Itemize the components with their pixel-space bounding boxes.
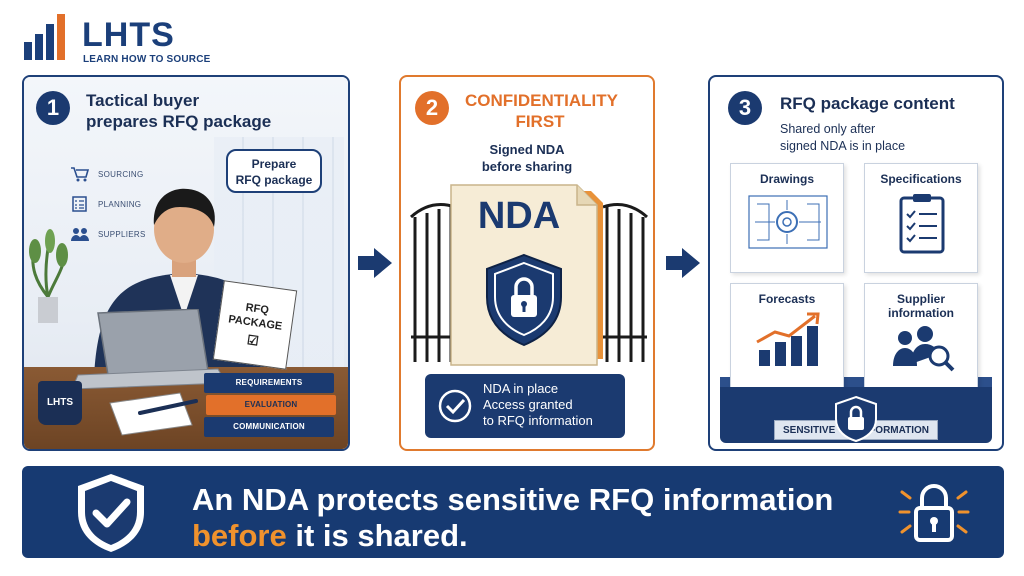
- step1-title-line1: Tactical buyer: [86, 91, 200, 110]
- side-item-label: SOURCING: [98, 169, 144, 179]
- logo-bars-icon: [24, 14, 65, 60]
- step3-subtitle: Shared only after signed NDA is in place: [780, 121, 905, 155]
- note-line3: to RFQ information: [483, 413, 593, 428]
- step2-title: CONFIDENTIALITY FIRST: [465, 90, 618, 132]
- step1-title: Tactical buyer prepares RFQ package: [86, 90, 271, 132]
- card-supplier-information: Supplier information: [864, 283, 978, 393]
- tray-label-left: SENSITIVE: [783, 424, 836, 436]
- shield-check-icon: [78, 474, 144, 552]
- logo-subtitle: LEARN HOW TO SOURCE: [83, 54, 211, 65]
- step2-panel: 2 CONFIDENTIALITY FIRST Signed NDA befor…: [399, 75, 655, 451]
- laptop-icon: [71, 309, 227, 389]
- checklist-icon: [70, 196, 90, 212]
- gate-nda-illustration: [409, 184, 649, 366]
- subtitle-line1: Signed NDA: [489, 142, 565, 157]
- bubble-line2: RFQ package: [235, 173, 313, 187]
- card-title-line1: Supplier: [896, 292, 945, 306]
- step3-title: RFQ package content: [780, 94, 955, 113]
- prepare-rfq-bubble: Prepare RFQ package: [226, 149, 322, 193]
- arrow-right-icon: [358, 248, 392, 278]
- card-title: Specifications: [865, 172, 977, 186]
- side-item-label: PLANNING: [98, 199, 142, 209]
- side-item-planning: PLANNING: [70, 189, 146, 219]
- card-title-line1: Forecasts: [758, 292, 816, 306]
- notebook-icon: [109, 392, 198, 436]
- gate-left-icon: [409, 203, 456, 362]
- note-text: NDA in place Access granted to RFQ infor…: [483, 381, 593, 429]
- gate-right-icon: [602, 203, 649, 362]
- bubble-line1: Prepare: [251, 157, 297, 171]
- side-item-sourcing: SOURCING: [70, 159, 146, 189]
- card-specifications: Specifications: [864, 163, 978, 273]
- side-item-suppliers: SUPPLIERS: [70, 219, 146, 249]
- side-nav-list: SOURCING PLANNING SUPPLIERS: [70, 159, 146, 249]
- card-forecasts: Forecasts: [730, 283, 844, 393]
- note-line1: NDA in place: [483, 381, 559, 396]
- side-item-label: SUPPLIERS: [98, 229, 146, 239]
- card-drawings: Drawings: [730, 163, 844, 273]
- card-title: Drawings: [731, 172, 843, 186]
- rfq-package-document: RFQ PACKAGE ☑: [212, 280, 298, 370]
- step2-subtitle: Signed NDA before sharing: [401, 141, 653, 175]
- binder-requirements: REQUIREMENTS: [204, 373, 334, 393]
- clipboard-icon: [899, 194, 945, 254]
- binder-label: EVALUATION: [244, 400, 298, 409]
- step2-title-line2: FIRST: [515, 112, 565, 131]
- binder-communication: COMMUNICATION: [204, 417, 334, 437]
- binder-label: REQUIREMENTS: [235, 378, 303, 387]
- drawing-icon: [748, 195, 828, 249]
- subtitle-line1: Shared only after: [780, 122, 876, 136]
- step1-title-line2: prepares RFQ package: [86, 112, 272, 131]
- shield-lock-icon: [835, 395, 877, 443]
- bottom-banner: An NDA protects sensitive RFQ informatio…: [22, 466, 1004, 558]
- card-title-line1: Specifications: [880, 172, 962, 186]
- step2-title-line1: CONFIDENTIALITY: [465, 91, 618, 110]
- nda-label: NDA: [477, 195, 561, 237]
- banner-line1: An NDA protects sensitive RFQ informatio…: [192, 482, 834, 517]
- card-title: Forecasts: [731, 292, 843, 306]
- lhts-logo: LHTS LEARN HOW TO SOURCE: [22, 12, 210, 65]
- subtitle-line2: signed NDA is in place: [780, 139, 906, 153]
- arrow-right-icon: [666, 248, 700, 278]
- people-search-icon: [893, 326, 955, 372]
- logo-title: LHTS: [82, 16, 175, 54]
- step1-number: 1: [36, 91, 70, 125]
- padlock-icon: [898, 484, 970, 542]
- people-icon: [70, 226, 90, 242]
- note-line2: Access granted: [483, 397, 573, 412]
- binder-evaluation: EVALUATION: [206, 395, 336, 415]
- step1-panel: 1 Tactical buyer prepares RFQ package SO…: [22, 75, 350, 451]
- card-title-line1: Drawings: [759, 172, 814, 186]
- subtitle-line2: before sharing: [481, 159, 573, 174]
- tray-label-right: INFORMATION: [859, 424, 929, 436]
- cart-icon: [70, 166, 90, 182]
- plant-icon: [29, 229, 68, 323]
- nda-access-note: NDA in place Access granted to RFQ infor…: [425, 374, 625, 438]
- card-title: Supplier information: [865, 292, 977, 320]
- step3-panel: 3 RFQ package content Shared only after …: [708, 75, 1004, 451]
- lhts-mug: LHTS: [38, 381, 82, 425]
- bar-chart-icon: [756, 312, 820, 366]
- card-title-line2: information: [888, 306, 954, 320]
- banner-accent-text: before: [192, 518, 287, 553]
- banner-message: An NDA protects sensitive RFQ informatio…: [192, 482, 833, 554]
- banner-line2-rest: it is shared.: [286, 518, 468, 553]
- binder-label: COMMUNICATION: [233, 422, 305, 431]
- checkmark-circle-icon: [438, 389, 472, 423]
- step3-number: 3: [728, 91, 762, 125]
- step2-number: 2: [415, 91, 449, 125]
